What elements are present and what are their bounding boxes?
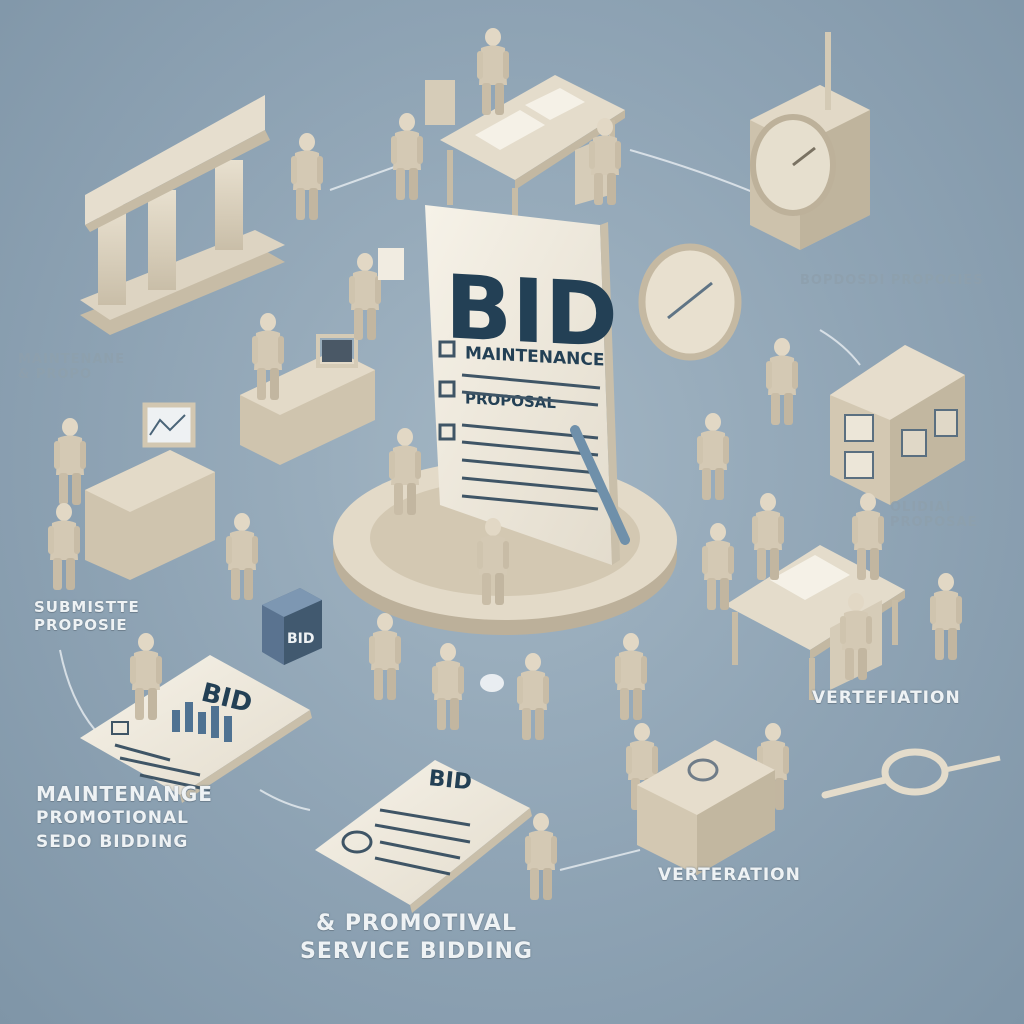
handshake-icon — [480, 674, 504, 692]
label-right-middle-2: PROPOSAE — [890, 515, 978, 530]
bid-report-left: BID — [80, 655, 312, 803]
label-submitted-proposal: SUBMISTTE PROPOSIE — [34, 598, 140, 634]
label-left-faint: MAINTENANE & PROPO — [18, 352, 125, 382]
bar-chart-icon — [172, 702, 232, 742]
label-right-middle: OLIDIAI PROPOSAE — [890, 500, 977, 530]
label-top-right-1: BOPDOSDI PROPOCIES — [800, 273, 984, 288]
bid-report-bottom: BID — [315, 760, 532, 913]
small-box-text: BID — [287, 631, 315, 647]
label-submitted-1: SUBMISTTE — [34, 598, 140, 616]
wall-clock — [638, 243, 742, 361]
label-left-faint-2: & PROPO — [18, 367, 93, 382]
clock-tower-box — [750, 32, 870, 250]
label-verification-right-text: VERTEFIATION — [812, 688, 961, 708]
small-bid-box: BID — [262, 588, 322, 665]
ballot-box — [637, 740, 775, 875]
label-maintenance-1: MAINTENANGE — [36, 782, 213, 806]
central-bid-title: BID — [445, 255, 618, 367]
checkbox-icon — [438, 380, 456, 398]
pen-icon — [570, 425, 630, 545]
lower-mid-doc-title: BID — [427, 766, 473, 795]
handheld-paper — [378, 248, 404, 280]
desk-left — [85, 402, 215, 580]
central-bid-document: BID MAINTENANCE PROPOSAL — [425, 205, 630, 565]
label-verification-right: VERTEFIATION — [812, 688, 961, 708]
document-lines — [461, 373, 601, 511]
stacked-boxes — [830, 345, 965, 505]
label-bottom-2: SERVICE BIDDING — [300, 939, 533, 964]
courthouse-columns — [80, 95, 285, 335]
label-left-faint-1: MAINTENANE — [18, 352, 126, 367]
label-maintenance-3: SEDO BIDDING — [36, 832, 189, 852]
label-maintenance: MAINTENANGE PROMOTIONAL SEDO BIDDING — [36, 782, 213, 854]
label-top-right-text: BOPDOSDI PROPOCIES — [800, 273, 984, 288]
checkbox-icon — [438, 423, 456, 441]
label-maintenance-2: PROMOTIONAL — [36, 808, 189, 828]
checkbox-icon — [438, 340, 456, 358]
label-verification-bottom-text: VERTERATION — [658, 865, 801, 885]
connection-lines — [59, 149, 861, 871]
label-bottom-1: & PROMOTIVAL — [316, 911, 517, 936]
label-bottom-title: & PROMOTIVAL SERVICE BIDDING — [300, 910, 533, 966]
magnifier-icon — [821, 748, 1001, 799]
label-verification-bottom: VERTERATION — [658, 865, 801, 885]
label-submitted-2: PROPOSIE — [34, 616, 128, 634]
label-right-middle-1: OLIDIAI — [890, 500, 952, 515]
